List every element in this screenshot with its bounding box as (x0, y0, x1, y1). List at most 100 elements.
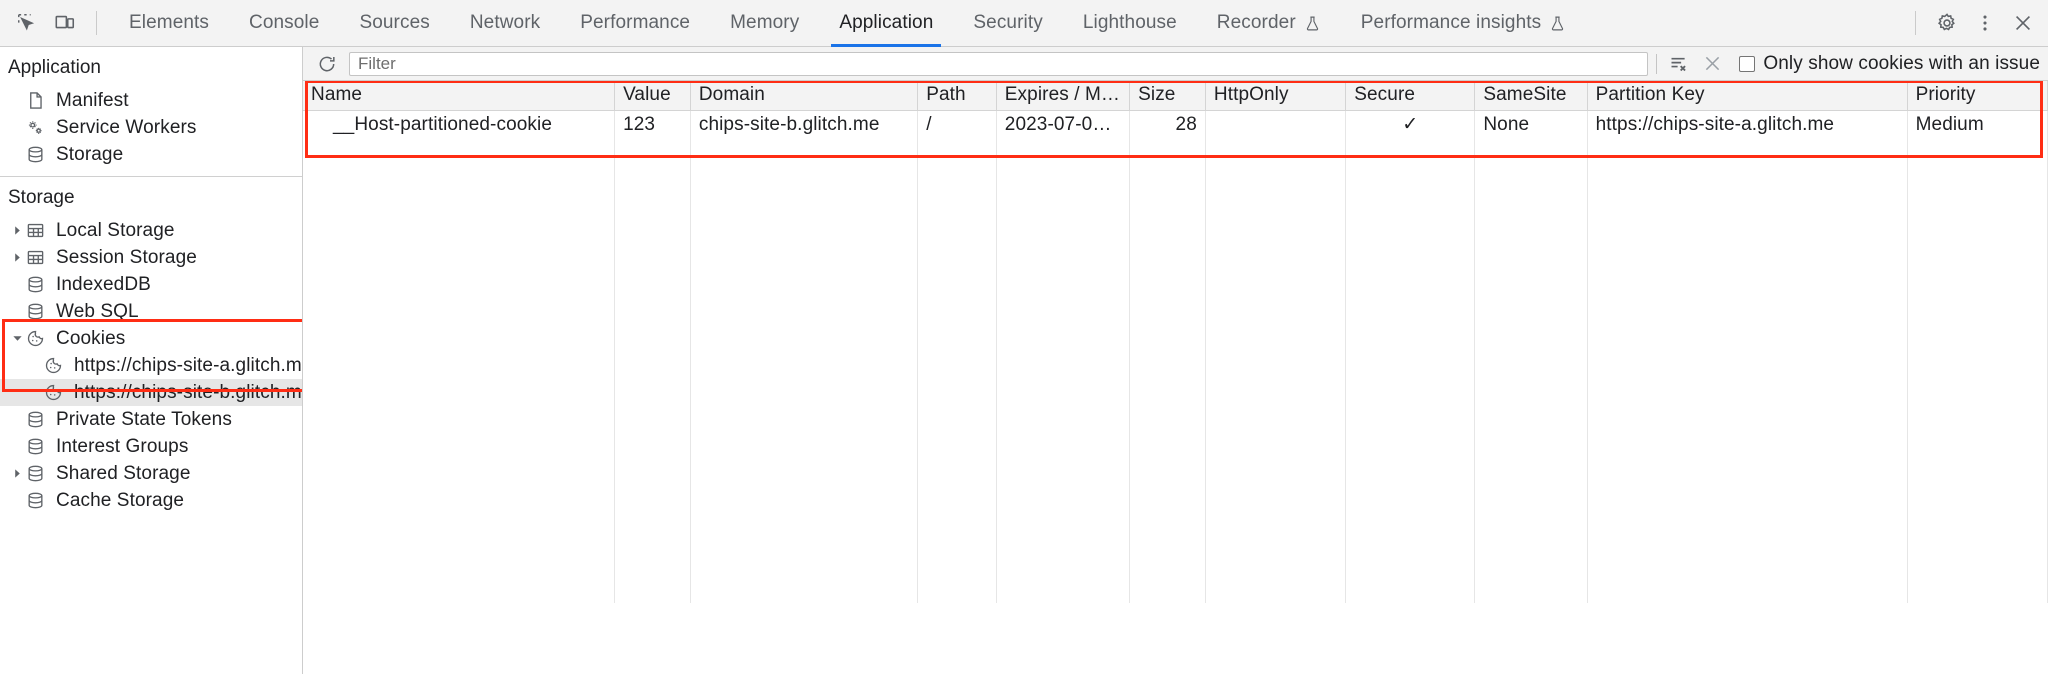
table-empty-row (303, 342, 2048, 371)
column-header-value[interactable]: Value (614, 81, 691, 111)
sidebar-item-cache-storage[interactable]: Cache Storage (0, 487, 302, 514)
checkbox-box[interactable] (1739, 55, 1756, 72)
table-empty-row (303, 487, 2048, 516)
sidebar-item-label: Session Storage (56, 246, 197, 268)
sidebar-item-label: https://chips-site-b.glitch.me (74, 381, 303, 403)
sidebar-item-web-sql[interactable]: Web SQL (0, 298, 302, 325)
tab-label: Application (839, 12, 934, 33)
sidebar-item-local-storage[interactable]: Local Storage (0, 217, 302, 244)
inspect-element-icon[interactable] (8, 4, 46, 42)
sidebar-item-session-storage[interactable]: Session Storage (0, 244, 302, 271)
column-header-path[interactable]: Path (917, 81, 997, 111)
tab-network[interactable]: Network (450, 0, 560, 47)
tab-label: Recorder (1216, 12, 1296, 33)
sidebar-item-cookies[interactable]: Cookies (0, 325, 302, 352)
cookie-icon (44, 356, 70, 375)
cell-domain: chips-site-b.glitch.me (690, 110, 919, 139)
database-icon (26, 491, 52, 510)
sidebar-item-storage[interactable]: Storage (0, 141, 302, 168)
sidebar-item-shared-storage[interactable]: Shared Storage (0, 460, 302, 487)
sidebar-item-label: Web SQL (56, 300, 139, 322)
column-header-secure[interactable]: Secure (1345, 81, 1476, 111)
database-icon (26, 464, 52, 483)
tab-label: Performance insights (1360, 12, 1542, 33)
tab-label: Security (973, 12, 1043, 33)
document-icon (26, 91, 52, 110)
sidebar-item-manifest[interactable]: Manifest (0, 87, 302, 114)
table-empty-row (303, 313, 2048, 342)
cell-path: / (917, 110, 997, 139)
cell-secure: ✓ (1345, 110, 1476, 139)
panel-tabs: Elements Console Sources Network Perform… (109, 0, 1586, 47)
column-header-priority[interactable]: Priority (1907, 81, 2048, 111)
close-icon[interactable] (2004, 4, 2042, 42)
clear-all-cookies-icon[interactable] (1699, 51, 1725, 77)
column-header-partition-key[interactable]: Partition Key (1587, 81, 1908, 111)
chevron-right-icon[interactable] (8, 252, 26, 263)
cell-expires: 2023-07-07… (996, 110, 1131, 139)
sidebar-item-private-state-tokens[interactable]: Private State Tokens (0, 406, 302, 433)
sidebar-section-storage-title: Storage (8, 187, 75, 208)
sidebar-item-label: Manifest (56, 89, 129, 111)
filter-input[interactable] (349, 51, 1649, 76)
cell-name: __Host-partitioned-cookie (303, 110, 616, 139)
filter-divider (1656, 53, 1658, 74)
tab-performance[interactable]: Performance (560, 0, 710, 47)
tab-label: Lighthouse (1082, 12, 1177, 33)
column-header-size[interactable]: Size (1129, 81, 1206, 111)
cell-httponly (1205, 110, 1347, 139)
cookies-table-wrap: Name Value Domain Path Expires / M… Size… (303, 81, 2048, 674)
sidebar-item-interest-groups[interactable]: Interest Groups (0, 433, 302, 460)
chevron-right-icon[interactable] (8, 225, 26, 236)
table-empty-row (303, 197, 2048, 226)
column-header-httponly[interactable]: HttpOnly (1205, 81, 1347, 111)
only-show-issues-checkbox[interactable]: Only show cookies with an issue (1733, 53, 2040, 75)
refresh-icon[interactable] (313, 51, 341, 77)
tab-elements[interactable]: Elements (109, 0, 229, 47)
column-header-samesite[interactable]: SameSite (1474, 81, 1588, 111)
tab-application[interactable]: Application (819, 0, 953, 47)
gear-icon[interactable] (1928, 4, 1966, 42)
sidebar-item-label: Service Workers (56, 116, 197, 138)
sidebar-divider (0, 176, 302, 177)
sidebar-item-cookies-site-a[interactable]: https://chips-site-a.glitch.me (0, 352, 302, 379)
table-empty-row (303, 574, 2048, 603)
table-empty-row (303, 168, 2048, 197)
cell-value: 123 (614, 110, 691, 139)
sidebar-item-label: Interest Groups (56, 435, 189, 457)
sidebar-item-label: Storage (56, 143, 124, 165)
table-empty-row (303, 516, 2048, 545)
tab-security[interactable]: Security (953, 0, 1062, 47)
table-empty-row (303, 545, 2048, 574)
column-header-expires[interactable]: Expires / M… (996, 81, 1131, 111)
sidebar-item-label: Cache Storage (56, 489, 185, 511)
tab-sources[interactable]: Sources (339, 0, 449, 47)
cell-partition-key: https://chips-site-a.glitch.me (1587, 110, 1908, 139)
device-toolbar-icon[interactable] (46, 4, 84, 42)
flask-icon (1304, 15, 1321, 32)
cookie-icon (44, 383, 70, 402)
chevron-down-icon[interactable] (8, 333, 26, 344)
toolbar-divider (96, 11, 97, 35)
cell-size: 28 (1129, 110, 1206, 139)
column-header-name[interactable]: Name (303, 81, 616, 111)
tab-console[interactable]: Console (229, 0, 339, 47)
database-icon (26, 275, 52, 294)
tab-lighthouse[interactable]: Lighthouse (1063, 0, 1197, 47)
cell-samesite: None (1474, 110, 1588, 139)
tab-label: Memory (730, 12, 800, 33)
table-empty-row (303, 371, 2048, 400)
tab-memory[interactable]: Memory (710, 0, 819, 47)
chevron-right-icon[interactable] (8, 468, 26, 479)
sidebar-item-service-workers[interactable]: Service Workers (0, 114, 302, 141)
sidebar-item-cookies-site-b[interactable]: https://chips-site-b.glitch.me (0, 379, 302, 406)
sidebar-item-label: IndexedDB (56, 273, 151, 295)
application-sidebar: Application Manifest (0, 47, 303, 674)
tab-recorder[interactable]: Recorder (1197, 0, 1341, 47)
tab-performance-insights[interactable]: Performance insights (1341, 0, 1586, 47)
kebab-menu-icon[interactable] (1966, 4, 2004, 42)
table-row[interactable]: __Host-partitioned-cookie 123 chips-site… (303, 110, 2048, 139)
sidebar-item-indexeddb[interactable]: IndexedDB (0, 271, 302, 298)
column-header-domain[interactable]: Domain (690, 81, 919, 111)
clear-filtered-cookies-icon[interactable] (1665, 51, 1691, 77)
